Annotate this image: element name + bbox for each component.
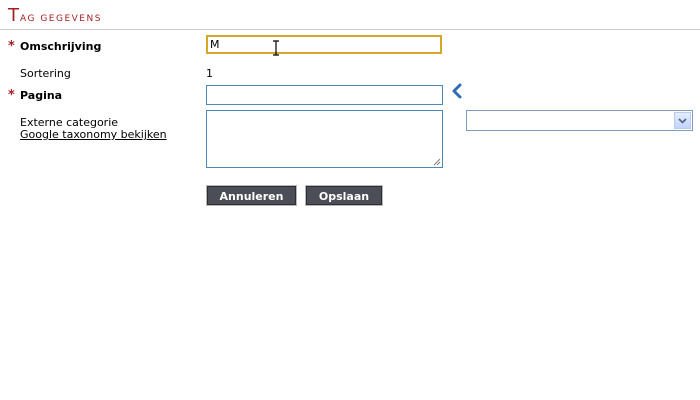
cancel-button[interactable]: Annuleren bbox=[207, 186, 296, 205]
required-asterisk-icon: * bbox=[8, 88, 15, 103]
resize-grip-icon[interactable] bbox=[433, 158, 441, 166]
save-button[interactable]: Opslaan bbox=[306, 186, 382, 205]
pagina-label: Pagina bbox=[20, 89, 63, 102]
section-title-initial: T bbox=[8, 5, 20, 26]
required-asterisk-icon: * bbox=[8, 39, 15, 54]
google-taxonomy-link[interactable]: Google taxonomy bekijken bbox=[20, 128, 167, 141]
dropdown-button[interactable] bbox=[674, 112, 691, 129]
chevron-left-icon[interactable] bbox=[451, 83, 463, 99]
pagina-input[interactable] bbox=[206, 85, 443, 105]
sortering-value: 1 bbox=[206, 67, 213, 80]
section-divider bbox=[0, 29, 700, 30]
text-cursor-icon bbox=[273, 40, 279, 56]
externe-categorie-select[interactable] bbox=[466, 110, 693, 131]
externe-categorie-label: Externe categorie bbox=[20, 116, 119, 129]
section-title: Tag gegevens bbox=[8, 5, 102, 27]
chevron-down-icon bbox=[678, 117, 687, 124]
omschrijving-label: Omschrijving bbox=[20, 40, 102, 53]
externe-categorie-textarea[interactable] bbox=[206, 110, 443, 168]
omschrijving-input[interactable] bbox=[206, 35, 442, 54]
section-title-rest: ag gegevens bbox=[20, 14, 102, 24]
sortering-label: Sortering bbox=[20, 67, 71, 80]
